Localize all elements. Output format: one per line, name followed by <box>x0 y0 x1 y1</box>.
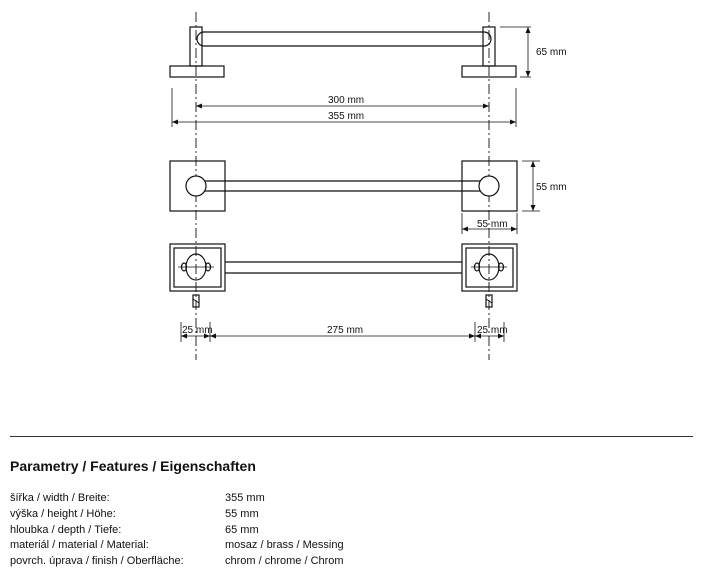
spec-row: materiál / material / Material: mosaz / … <box>10 538 610 554</box>
spec-label: výška / height / Höhe: <box>10 507 116 520</box>
dim-screw-offset-right: 25 mm <box>477 325 508 336</box>
dim-screw-offset-left: 25 mm <box>182 325 213 336</box>
dim-inner-length: 300 mm <box>328 95 364 106</box>
spec-value: 355 mm <box>225 492 265 504</box>
section-divider <box>10 436 693 437</box>
spec-value: 55 mm <box>225 507 259 520</box>
spec-row: výška / height / Höhe: 55 mm <box>10 507 610 523</box>
spec-value: mosaz / brass / Messing <box>225 539 344 552</box>
spec-table: šířka / width / Breite: 355 mm výška / h… <box>10 491 610 570</box>
dim-height-front: 55 mm <box>536 182 567 193</box>
spec-label: povrch. úprava / finish / Oberfläche: <box>10 555 184 568</box>
spec-row: hloubka / depth / Tiefe: 65 mm <box>10 523 610 539</box>
dim-overall-length: 355 mm <box>328 111 364 122</box>
dim-height-side: 65 mm <box>536 47 567 58</box>
spec-value: chrom / chrome / Chrom <box>225 555 344 568</box>
spec-row: šířka / width / Breite: 355 mm <box>10 491 610 507</box>
spec-label: šířka / width / Breite: <box>10 492 110 504</box>
dim-screw-spacing: 275 mm <box>327 325 363 336</box>
spec-value: 65 mm <box>225 523 259 536</box>
dim-flange-width: 55 mm <box>477 219 508 230</box>
spec-label: hloubka / depth / Tiefe: <box>10 523 122 536</box>
features-heading: Parametry / Features / Eigenschaften <box>10 458 256 474</box>
technical-drawing: 65 mm 300 mm 355 mm 55 mm 55 mm 25 mm 27… <box>169 12 567 360</box>
front-view <box>169 160 518 212</box>
spec-label: materiál / material / Material: <box>10 539 149 552</box>
mounting-view <box>169 243 518 308</box>
spec-row: povrch. úprava / finish / Oberfläche: ch… <box>10 554 610 570</box>
side-view <box>169 26 531 78</box>
